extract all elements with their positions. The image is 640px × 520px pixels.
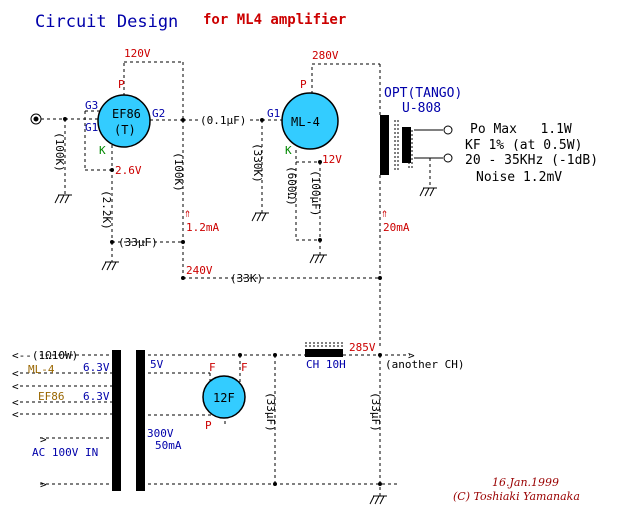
rect-heater-voltage: 5V <box>150 358 164 371</box>
choke-coil <box>305 349 343 357</box>
ef86-mode: (T) <box>114 123 136 137</box>
ef86-g3-label: G3 <box>85 99 98 112</box>
c-filter2-label: (33μF) <box>369 392 382 432</box>
ef86-k-label: K <box>99 144 106 157</box>
credit-author: (C) Toshiaki Yamanaka <box>453 490 580 503</box>
svg-text:>: > <box>40 433 47 446</box>
spec-noise: Noise 1.2mV <box>476 170 562 185</box>
opt-label: OPT(TANGO) <box>384 86 462 101</box>
power-transformer-secondary <box>136 350 145 491</box>
bplus-240-voltage: 240V <box>186 264 213 277</box>
ml4-name: ML-4 <box>291 115 320 129</box>
r-ef86-plate-label: (100K) <box>172 152 185 192</box>
svg-text:>: > <box>40 478 47 491</box>
another-channel-label: (another CH) <box>385 358 464 371</box>
ef86-heater-label: EF86 <box>38 390 65 403</box>
ef86-name: EF86 <box>112 107 141 121</box>
r-ml4-k-label: (600Ω) <box>285 166 298 206</box>
r-ef86-k-label: (2.2K) <box>100 190 113 230</box>
credit-date: 16.Jan.1999 <box>492 476 559 489</box>
svg-text:<: < <box>12 380 19 393</box>
bplus-285-voltage: 285V <box>349 341 376 354</box>
ef86-plate-voltage: 120V <box>124 47 151 60</box>
ef86-heater-voltage: 6.3V <box>83 390 110 403</box>
ml4-tube <box>281 92 339 150</box>
rect-p-label: P <box>205 419 212 432</box>
opt-secondary-core <box>402 127 411 163</box>
ml4-heater-voltage: 6.3V <box>83 361 110 374</box>
ml4-cathode-voltage: 12V <box>322 153 342 166</box>
ef86-g1-label: G1 <box>85 121 98 134</box>
rect-name: 12F <box>213 391 235 405</box>
hv-voltage: 300V <box>147 427 174 440</box>
c-filter1-label: (33μF) <box>264 392 277 432</box>
hv-current: 50mA <box>155 439 182 452</box>
c-coupling-label: (0.1μF) <box>200 114 246 127</box>
junction-dots <box>63 117 382 486</box>
ef86-tube <box>97 94 151 148</box>
ef86-current-arrow: ⇑ <box>184 206 191 220</box>
rect-f2-label: F <box>241 361 248 374</box>
ml4-current-arrow: ⇑ <box>381 206 388 220</box>
ef86-current: 1.2mA <box>186 221 219 234</box>
rectifier-tube <box>202 375 246 419</box>
ac-input-label: AC 100V IN <box>32 446 98 459</box>
c-ml4-k-label: (100μF) <box>309 170 322 216</box>
r-decouple-label: (33K) <box>230 272 263 285</box>
rect-f1-label: F <box>209 361 216 374</box>
svg-text:>: > <box>408 349 415 362</box>
svg-text:<: < <box>12 367 19 380</box>
spec-freq: 20 - 35KHz (-1dB) <box>465 153 598 168</box>
heater-r-label: <--(1Ω10W) <box>12 349 78 362</box>
ml4-p-label: P <box>300 78 307 91</box>
ef86-cathode-voltage: 2.6V <box>115 164 142 177</box>
diagram-subtitle: for ML4 amplifier <box>203 12 346 28</box>
choke-label: CH 10H <box>306 358 346 371</box>
c-ef86-k-label: (33μF) <box>118 236 158 249</box>
opt-primary-core <box>380 115 389 175</box>
svg-text:<: < <box>12 396 19 409</box>
ml4-g1-label: G1 <box>267 107 280 120</box>
ef86-p-label: P <box>118 78 125 91</box>
ml4-k-label: K <box>285 144 292 157</box>
ml4-current: 20mA <box>383 221 410 234</box>
ml4-plate-voltage: 280V <box>312 49 339 62</box>
ef86-g2-label: G2 <box>152 107 165 120</box>
power-transformer-primary <box>112 350 121 491</box>
r-ml4-grid-label: (330K) <box>251 143 264 183</box>
input-terminal-center <box>33 116 39 122</box>
output-terminal-hot <box>443 125 453 135</box>
r-input-label: (100K) <box>53 132 66 172</box>
svg-text:<: < <box>12 408 19 421</box>
ml4-heater-label: ML-4 <box>28 363 55 376</box>
output-terminal-gnd <box>443 153 453 163</box>
diagram-title: Circuit Design <box>35 12 178 32</box>
spec-po: Po Max 1.1W <box>470 122 572 137</box>
opt-model: U-808 <box>402 101 441 116</box>
spec-kf: KF 1% (at 0.5W) <box>465 138 582 153</box>
